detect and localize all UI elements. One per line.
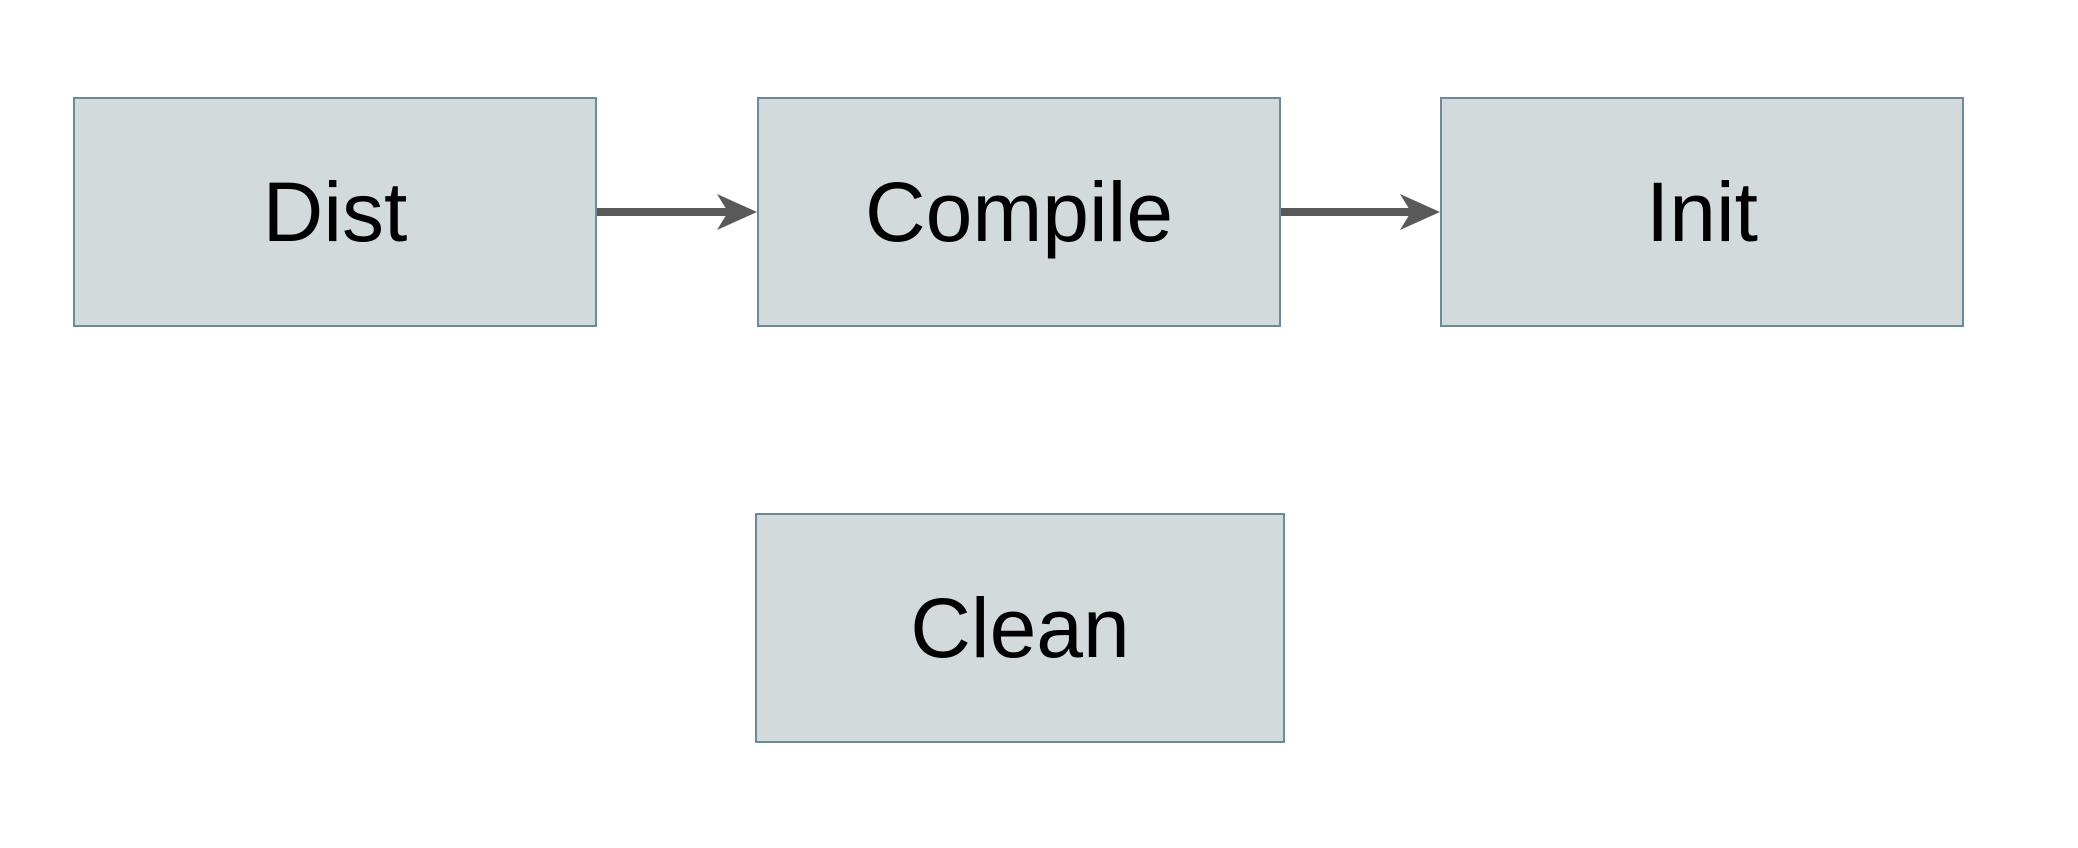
node-dist-label: Dist <box>262 165 408 259</box>
node-clean: Clean <box>755 513 1285 743</box>
node-compile-label: Compile <box>864 165 1174 259</box>
node-clean-label: Clean <box>910 581 1130 675</box>
node-dist: Dist <box>73 97 597 327</box>
node-init: Init <box>1440 97 1964 327</box>
node-compile: Compile <box>757 97 1281 327</box>
arrow-dist-to-compile <box>597 194 757 230</box>
arrow-compile-to-init <box>1281 194 1440 230</box>
node-init-label: Init <box>1645 165 1759 259</box>
